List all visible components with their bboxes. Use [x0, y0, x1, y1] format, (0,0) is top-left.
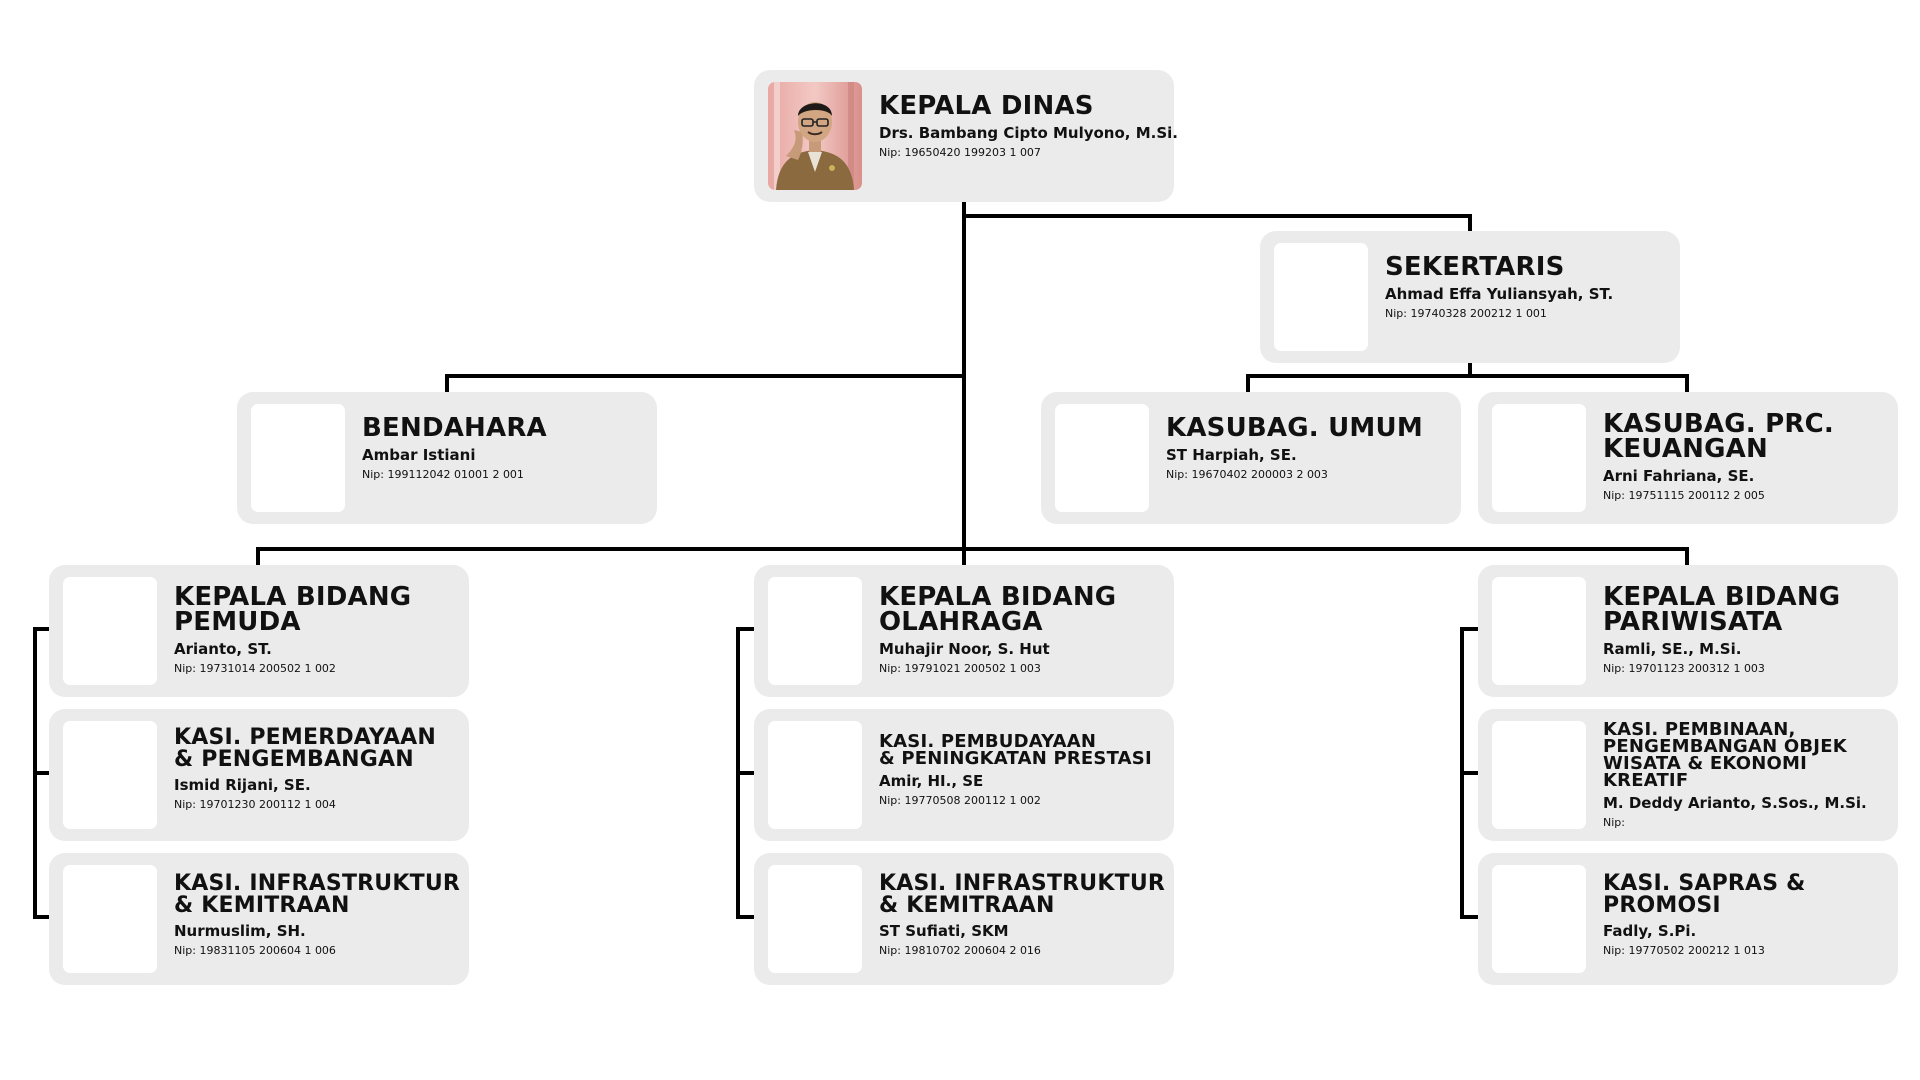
node-name: Ismid Rijani, SE. [174, 776, 311, 794]
node-title: KASUBAG. UMUM [1166, 413, 1423, 443]
node-nip: Nip: 19650420 199203 1 007 [879, 146, 1041, 159]
node-kasi-pemerdayaan: KASI. PEMERDAYAAN & PENGEMBANGAN Ismid R… [49, 709, 469, 841]
photo-placeholder [1492, 865, 1586, 973]
node-title: KEPALA BIDANG PARIWISATA [1603, 582, 1841, 637]
node-kasi-sapras: KASI. SAPRAS & PROMOSI Fadly, S.Pi. Nip:… [1478, 853, 1898, 985]
person-photo-icon [768, 82, 862, 190]
node-name: Ahmad Effa Yuliansyah, ST. [1385, 285, 1614, 303]
portrait-kepala-dinas [768, 82, 862, 190]
info-kasi-sapras: KASI. SAPRAS & PROMOSI Fadly, S.Pi. Nip:… [1603, 873, 1890, 977]
node-nip: Nip: 19831105 200604 1 006 [174, 944, 336, 957]
node-nip: Nip: 19770508 200112 1 002 [879, 794, 1041, 807]
info-kasi-pembudayaan: KASI. PEMBUDAYAAN & PENINGKATAN PRESTASI… [879, 733, 1166, 833]
node-name: ST Sufiati, SKM [879, 922, 1009, 940]
node-title: SEKERTARIS [1385, 252, 1565, 282]
node-title: KEPALA DINAS [879, 91, 1094, 121]
node-kepala-dinas: KEPALA DINAS Drs. Bambang Cipto Mulyono,… [754, 70, 1178, 202]
info-kasi-pemerdayaan: KASI. PEMERDAYAAN & PENGEMBANGAN Ismid R… [174, 727, 461, 833]
photo-placeholder [768, 865, 862, 973]
node-kasi-infrastruktur-pemuda: KASI. INFRASTRUKTUR & KEMITRAAN Nurmusli… [49, 853, 469, 985]
info-kasubag-umum: KASUBAG. UMUM ST Harpiah, SE. Nip: 19670… [1166, 413, 1453, 516]
photo-placeholder [1492, 577, 1586, 685]
node-kepala-bidang-pariwisata: KEPALA BIDANG PARIWISATA Ramli, SE., M.S… [1478, 565, 1898, 697]
photo-placeholder [1274, 243, 1368, 351]
info-kasi-pembinaan: KASI. PEMBINAAN, PENGEMBANGAN OBJEK WISA… [1603, 721, 1890, 833]
node-name: ST Harpiah, SE. [1166, 446, 1297, 464]
info-kepala-bidang-pemuda: KEPALA BIDANG PEMUDA Arianto, ST. Nip: 1… [174, 582, 461, 689]
node-kasi-pembudayaan: KASI. PEMBUDAYAAN & PENINGKATAN PRESTASI… [754, 709, 1174, 841]
node-title: KEPALA BIDANG OLAHRAGA [879, 582, 1117, 637]
bracket-olahraga [736, 627, 754, 919]
node-title: KASI. PEMERDAYAAN & PENGEMBANGAN [174, 725, 437, 772]
node-kasubag-keuangan: KASUBAG. PRC. KEUANGAN Arni Fahriana, SE… [1478, 392, 1898, 524]
photo-placeholder [1055, 404, 1149, 512]
info-kasi-infrastruktur-olahraga: KASI. INFRASTRUKTUR & KEMITRAAN ST Sufia… [879, 873, 1166, 977]
info-kasi-infrastruktur-pemuda: KASI. INFRASTRUKTUR & KEMITRAAN Nurmusli… [174, 873, 461, 977]
node-nip: Nip: 19701230 200112 1 004 [174, 798, 336, 811]
node-kasubag-umum: KASUBAG. UMUM ST Harpiah, SE. Nip: 19670… [1041, 392, 1461, 524]
photo-placeholder [251, 404, 345, 512]
node-kasi-infrastruktur-olahraga: KASI. INFRASTRUKTUR & KEMITRAAN ST Sufia… [754, 853, 1174, 985]
node-name: Muhajir Noor, S. Hut [879, 640, 1050, 658]
photo-placeholder [63, 577, 157, 685]
node-nip: Nip: 19791021 200502 1 003 [879, 662, 1041, 675]
node-name: Amir, HI., SE [879, 772, 984, 790]
node-title: KASI. SAPRAS & PROMOSI [1603, 871, 1806, 918]
node-name: Drs. Bambang Cipto Mulyono, M.Si. [879, 124, 1178, 142]
node-title: KASI. INFRASTRUKTUR & KEMITRAAN [879, 871, 1166, 918]
node-kepala-bidang-olahraga: KEPALA BIDANG OLAHRAGA Muhajir Noor, S. … [754, 565, 1174, 697]
node-nip: Nip: 19731014 200502 1 002 [174, 662, 336, 675]
photo-placeholder [63, 865, 157, 973]
node-nip: Nip: 19670402 200003 2 003 [1166, 468, 1328, 481]
node-bendahara: BENDAHARA Ambar Istiani Nip: 199112042 0… [237, 392, 657, 524]
node-title: KASUBAG. PRC. KEUANGAN [1603, 409, 1834, 464]
info-kasubag-keuangan: KASUBAG. PRC. KEUANGAN Arni Fahriana, SE… [1603, 409, 1890, 516]
node-nip: Nip: 19740328 200212 1 001 [1385, 307, 1547, 320]
photo-placeholder [768, 721, 862, 829]
photo-placeholder [768, 577, 862, 685]
photo-placeholder [1492, 721, 1586, 829]
node-title: KEPALA BIDANG PEMUDA [174, 582, 412, 637]
node-nip: Nip: 19810702 200604 2 016 [879, 944, 1041, 957]
node-title: KASI. PEMBUDAYAAN & PENINGKATAN PRESTASI [879, 731, 1152, 769]
node-title: KASI. INFRASTRUKTUR & KEMITRAAN [174, 871, 461, 918]
node-title: BENDAHARA [362, 413, 547, 443]
node-nip: Nip: 199112042 01001 2 001 [362, 468, 524, 481]
node-sekertaris: SEKERTARIS Ahmad Effa Yuliansyah, ST. Ni… [1260, 231, 1680, 363]
node-name: Arianto, ST. [174, 640, 272, 658]
node-name: Ramli, SE., M.Si. [1603, 640, 1742, 658]
node-name: Arni Fahriana, SE. [1603, 467, 1755, 485]
info-sekertaris: SEKERTARIS Ahmad Effa Yuliansyah, ST. Ni… [1385, 252, 1672, 355]
node-name: Fadly, S.Pi. [1603, 922, 1697, 940]
info-kepala-bidang-olahraga: KEPALA BIDANG OLAHRAGA Muhajir Noor, S. … [879, 582, 1166, 689]
node-nip: Nip: 19751115 200112 2 005 [1603, 489, 1765, 502]
bracket-pemuda [33, 627, 51, 919]
node-nip: Nip: [1603, 816, 1625, 829]
bracket-pariwisata [1460, 627, 1478, 919]
photo-placeholder [1492, 404, 1586, 512]
node-title: KASI. PEMBINAAN, PENGEMBANGAN OBJEK WISA… [1603, 719, 1847, 791]
node-kepala-bidang-pemuda: KEPALA BIDANG PEMUDA Arianto, ST. Nip: 1… [49, 565, 469, 697]
node-nip: Nip: 19770502 200212 1 013 [1603, 944, 1765, 957]
photo-placeholder [63, 721, 157, 829]
info-kepala-bidang-pariwisata: KEPALA BIDANG PARIWISATA Ramli, SE., M.S… [1603, 582, 1890, 689]
info-kepala-dinas: KEPALA DINAS Drs. Bambang Cipto Mulyono,… [879, 91, 1178, 194]
node-kasi-pembinaan: KASI. PEMBINAAN, PENGEMBANGAN OBJEK WISA… [1478, 709, 1898, 841]
node-name: Nurmuslim, SH. [174, 922, 306, 940]
node-nip: Nip: 19701123 200312 1 003 [1603, 662, 1765, 675]
node-name: M. Deddy Arianto, S.Sos., M.Si. [1603, 794, 1867, 812]
info-bendahara: BENDAHARA Ambar Istiani Nip: 199112042 0… [362, 413, 649, 516]
node-name: Ambar Istiani [362, 446, 476, 464]
